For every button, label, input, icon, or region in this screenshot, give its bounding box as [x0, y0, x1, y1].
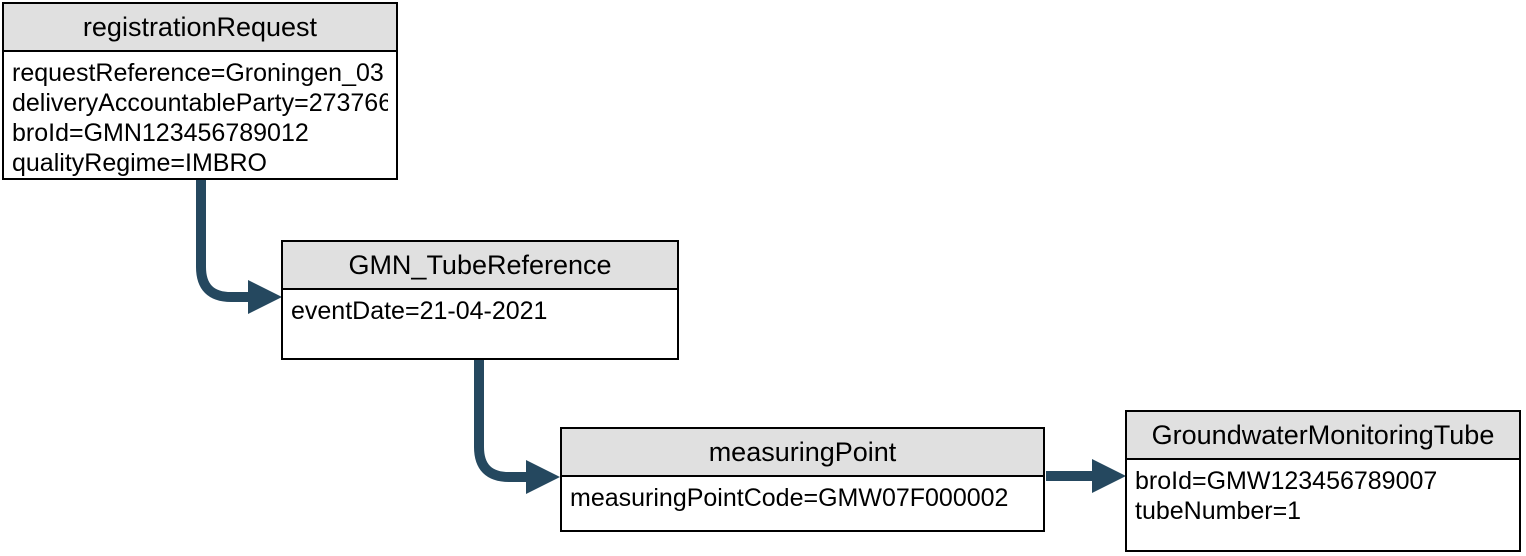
node-attribute: tubeNumber=1	[1135, 497, 1302, 525]
node-title: GroundwaterMonitoringTube	[1127, 412, 1519, 460]
node-measuring-point[interactable]: measuringPoint measuringPointCode=GMW07F…	[560, 427, 1045, 532]
node-attribute: qualityRegime=IMBRO	[12, 149, 267, 177]
node-attribute: broId=GMW123456789007	[1135, 467, 1438, 495]
connector-line	[196, 180, 250, 302]
node-attribute: deliveryAccountableParty=27376655	[12, 89, 388, 117]
connector-gmn-tubereference-to-measuringpoint[interactable]	[474, 360, 560, 494]
node-attributes: eventDate=21-04-2021	[283, 290, 677, 332]
node-attribute: eventDate=21-04-2021	[291, 297, 548, 325]
node-groundwater-monitoring-tube[interactable]: GroundwaterMonitoringTube broId=GMW12345…	[1125, 410, 1521, 552]
node-attribute: measuringPointCode=GMW07F000002	[570, 484, 1009, 512]
connector-measuringpoint-to-groundwatermonitoringtube[interactable]	[1046, 459, 1126, 493]
node-attribute: requestReference=Groningen_03	[12, 59, 384, 87]
node-attributes: broId=GMW123456789007 tubeNumber=1	[1127, 460, 1519, 532]
node-title: measuringPoint	[562, 429, 1043, 477]
node-registration-request[interactable]: registrationRequest requestReference=Gro…	[2, 2, 398, 180]
connector-registrationrequest-to-gmn-tubereference[interactable]	[196, 180, 282, 314]
node-attributes: requestReference=Groningen_03 deliveryAc…	[4, 52, 396, 184]
connector-arrowhead	[526, 460, 560, 494]
node-gmn-tube-reference[interactable]: GMN_TubeReference eventDate=21-04-2021	[281, 240, 679, 360]
node-title: registrationRequest	[4, 4, 396, 52]
node-title: GMN_TubeReference	[283, 242, 677, 290]
node-attribute: broId=GMN123456789012	[12, 119, 309, 147]
node-attributes: measuringPointCode=GMW07F000002	[562, 477, 1043, 519]
connector-arrowhead	[248, 280, 282, 314]
connector-arrowhead	[1092, 459, 1126, 493]
connector-line	[474, 360, 528, 482]
